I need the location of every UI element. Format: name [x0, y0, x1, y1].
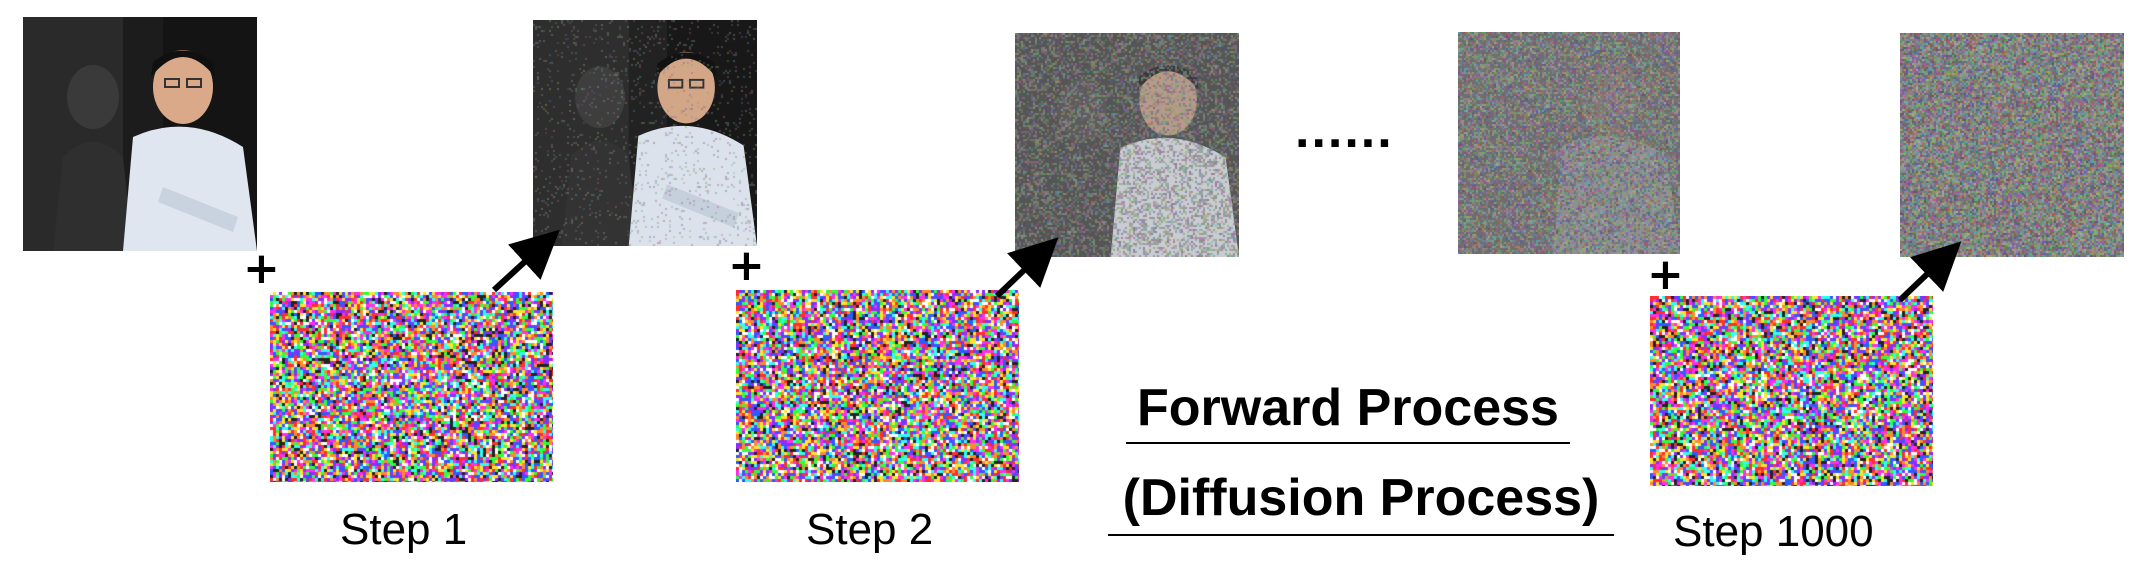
original-portrait-image	[23, 17, 257, 251]
plus-sign-step-1: +	[243, 243, 280, 294]
pure-noise-result-image	[1900, 33, 2124, 257]
noise-overlay	[1458, 32, 1680, 254]
step-1000-label: Step 1000	[1673, 507, 1874, 556]
color-noise-canvas	[270, 292, 553, 482]
portrait-intermediate-image	[1458, 32, 1680, 254]
noise-overlay	[533, 20, 757, 246]
step-2-label: Step 2	[806, 505, 934, 554]
noise-sample-step-1000	[1650, 296, 1933, 486]
plus-sign-step-2: +	[728, 240, 765, 291]
noise-overlay	[1900, 33, 2124, 257]
color-noise-canvas	[736, 290, 1019, 482]
portrait-after-step-1-image	[533, 20, 757, 246]
arrow-step-1	[491, 229, 560, 293]
diffusion-process-subtitle: (Diffusion Process)	[1122, 469, 1600, 527]
title-underline-1	[1126, 442, 1570, 444]
forward-process-title: Forward Process	[1137, 379, 1559, 437]
plus-sign-step-1000: +	[1647, 249, 1684, 300]
color-noise-canvas	[1650, 296, 1933, 486]
portrait-graphic	[23, 17, 257, 251]
arrow-step-1000	[1897, 241, 1962, 303]
noise-sample-step-1	[270, 292, 553, 482]
noise-overlay	[1015, 33, 1239, 257]
arrow-step-2	[994, 237, 1059, 299]
portrait-after-step-2-image	[1015, 33, 1239, 257]
ellipsis-continuation: ......	[1295, 101, 1394, 159]
noise-sample-step-2	[736, 290, 1019, 482]
title-underline-2	[1108, 534, 1614, 536]
step-1-label: Step 1	[340, 505, 468, 554]
